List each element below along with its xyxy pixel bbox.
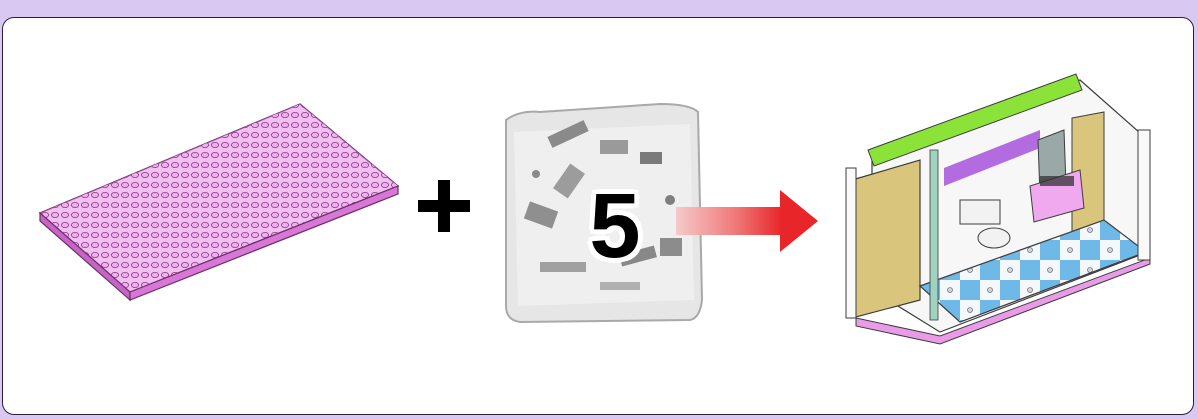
bag-number-label: 5 xyxy=(589,175,641,277)
parts-bag-icon xyxy=(505,102,704,324)
bathroom-model-icon xyxy=(845,73,1151,345)
right-arrow-icon xyxy=(676,190,818,252)
baseplate-icon xyxy=(38,103,400,302)
plus-icon xyxy=(418,180,470,232)
